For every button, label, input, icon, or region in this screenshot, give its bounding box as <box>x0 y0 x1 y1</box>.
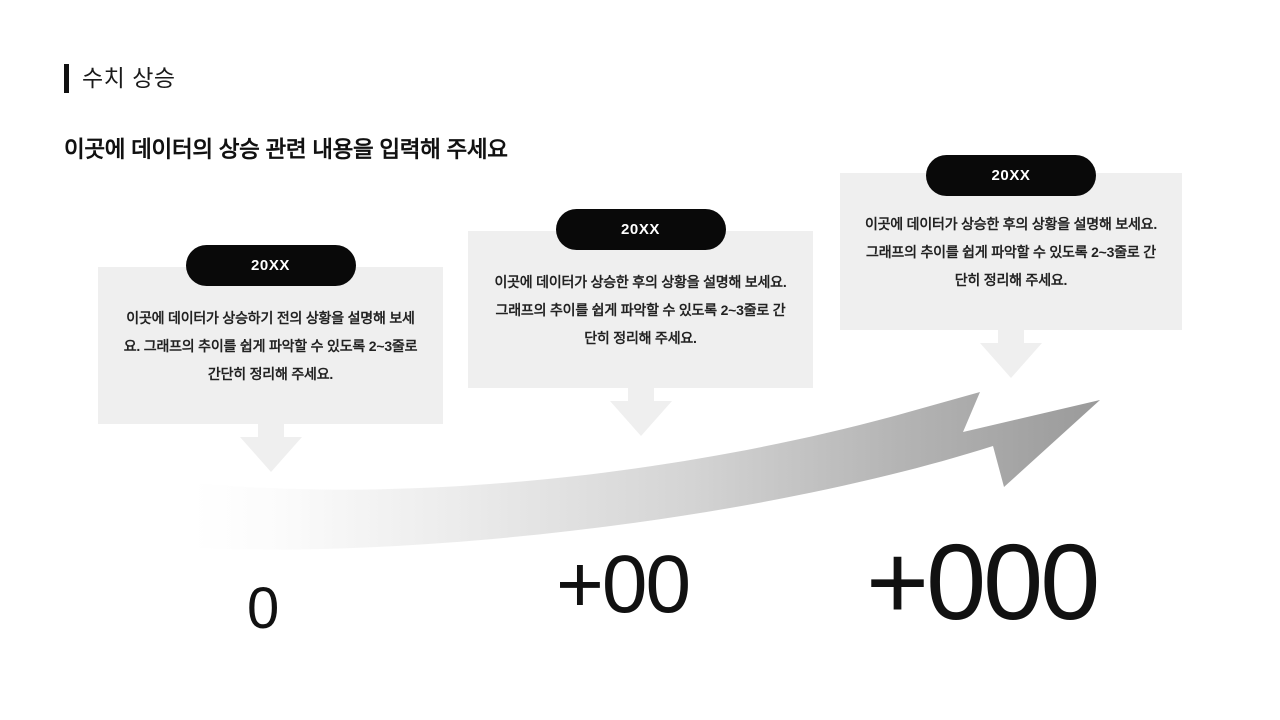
step-card-2-text: 이곳에 데이터가 상승한 후의 상황을 설명해 보세요. 그래프의 추이를 쉽게… <box>494 273 787 346</box>
metric-value-3: +000 <box>866 521 1100 642</box>
page-header: 수치 상승 <box>64 64 176 93</box>
step-card-1-text: 이곳에 데이터가 상승하기 전의 상황을 설명해 보세요. 그래프의 추이를 쉽… <box>123 309 418 382</box>
step-card-1-body: 이곳에 데이터가 상승하기 전의 상황을 설명해 보세요. 그래프의 추이를 쉽… <box>98 267 443 424</box>
metric-value-1: 0 <box>247 576 279 641</box>
title-accent-bar <box>64 64 69 93</box>
down-arrow-head <box>609 401 672 436</box>
page-subtitle: 이곳에 데이터의 상승 관련 내용을 입력해 주세요 <box>64 137 508 162</box>
step-card-2-down-arrow-icon <box>609 388 672 436</box>
step-card-3-body: 이곳에 데이터가 상승한 후의 상황을 설명해 보세요. 그래프의 추이를 쉽게… <box>840 173 1182 330</box>
step-card-3-year-badge[interactable]: 20XX <box>926 155 1096 196</box>
down-arrow-head <box>980 343 1042 378</box>
step-card-2[interactable]: 이곳에 데이터가 상승한 후의 상황을 설명해 보세요. 그래프의 추이를 쉽게… <box>468 209 813 436</box>
step-card-3-down-arrow-icon <box>980 330 1042 378</box>
step-card-3[interactable]: 이곳에 데이터가 상승한 후의 상황을 설명해 보세요. 그래프의 추이를 쉽게… <box>840 155 1182 378</box>
step-card-3-text: 이곳에 데이터가 상승한 후의 상황을 설명해 보세요. 그래프의 추이를 쉽게… <box>864 215 1158 288</box>
down-arrow-head <box>239 437 302 472</box>
step-card-2-year-badge[interactable]: 20XX <box>555 209 726 250</box>
step-card-1-down-arrow-icon <box>239 424 302 472</box>
down-arrow-stem <box>257 424 284 438</box>
down-arrow-stem <box>998 330 1024 344</box>
metric-value-2: +00 <box>556 539 691 630</box>
page-title: 수치 상승 <box>82 65 176 91</box>
step-card-1-year-badge[interactable]: 20XX <box>185 245 356 286</box>
step-card-1[interactable]: 이곳에 데이터가 상승하기 전의 상황을 설명해 보세요. 그래프의 추이를 쉽… <box>98 245 443 472</box>
down-arrow-stem <box>627 388 654 402</box>
step-card-2-body: 이곳에 데이터가 상승한 후의 상황을 설명해 보세요. 그래프의 추이를 쉽게… <box>468 231 813 388</box>
